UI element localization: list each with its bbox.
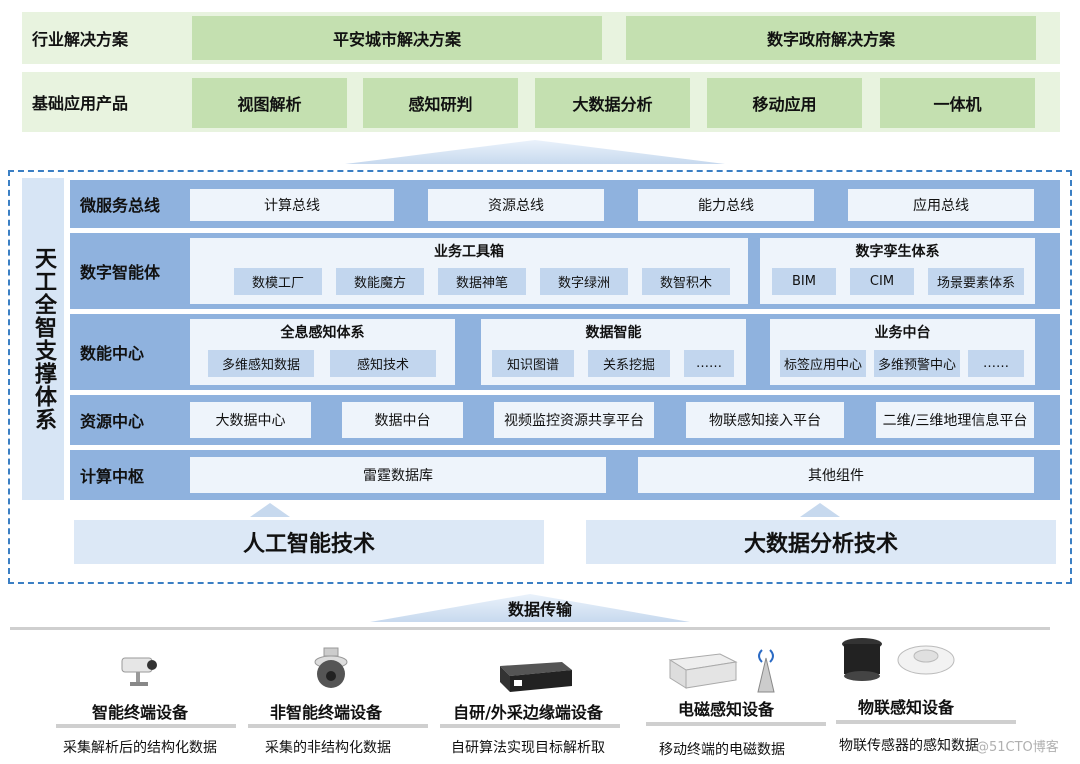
perception-item: 感知技术 [330, 350, 436, 377]
resource-item: 二维/三维地理信息平台 [876, 402, 1034, 438]
dome-camera-icon [306, 646, 356, 696]
layer-microservice-label: 微服务总线 [80, 196, 161, 215]
twin-item-bim: BIM [772, 268, 836, 295]
resource-item: 大数据中心 [190, 402, 311, 438]
resource-item: 视频监控资源共享平台 [494, 402, 654, 438]
toolbox-item: 数智积木 [642, 268, 730, 295]
layer-digital-intelligence-label: 数字智能体 [80, 263, 161, 282]
support-system-title: 天工全智支撑体系 [22, 178, 64, 500]
toolbox-item: 数字绿洲 [540, 268, 628, 295]
intelligence-item: …… [684, 350, 734, 377]
bus-capability: 能力总线 [638, 189, 814, 221]
business-item: …… [968, 350, 1024, 377]
product-item-mobile: 移动应用 [707, 78, 862, 128]
toolbox-item: 数据神笔 [438, 268, 526, 295]
perception-item: 多维感知数据 [208, 350, 314, 377]
business-title: 业务中台 [874, 325, 931, 341]
twin-item-scene: 场景要素体系 [928, 268, 1024, 295]
device-title: 智能终端设备 [91, 703, 188, 722]
iot-sensor-icon [836, 636, 962, 688]
em-sensor-icon [666, 640, 786, 696]
device-title: 非智能终端设备 [269, 703, 382, 722]
divider [10, 627, 1050, 630]
industry-row-label: 行业解决方案 [32, 30, 129, 49]
twin-title: 数字孪生体系 [855, 244, 940, 260]
toolbox-title: 业务工具箱 [434, 244, 504, 260]
smart-camera-icon [116, 650, 166, 692]
edge-server-icon [496, 652, 576, 696]
layer-compute-hub-label: 计算中枢 [80, 467, 145, 486]
resource-item: 数据中台 [342, 402, 463, 438]
layer-data-center-label: 数能中心 [80, 344, 145, 363]
support-system-frame [8, 170, 1072, 584]
compute-item-database: 雷霆数据库 [190, 457, 606, 493]
bus-compute: 计算总线 [190, 189, 394, 221]
bus-resource: 资源总线 [428, 189, 604, 221]
intelligence-item: 知识图谱 [492, 350, 574, 377]
toolbox-item: 数能魔方 [336, 268, 424, 295]
device-title: 物联感知设备 [857, 698, 954, 717]
business-item: 标签应用中心 [780, 350, 866, 377]
device-desc: 移动终端的电磁数据 [659, 742, 785, 758]
bus-application: 应用总线 [848, 189, 1034, 221]
industry-item-digital-gov: 数字政府解决方案 [626, 16, 1036, 60]
business-item: 多维预警中心 [874, 350, 960, 377]
product-item-view-analysis: 视图解析 [192, 78, 347, 128]
twin-item-cim: CIM [850, 268, 914, 295]
product-item-all-in-one: 一体机 [880, 78, 1035, 128]
product-item-perception: 感知研判 [363, 78, 518, 128]
device-desc: 自研算法实现目标解析取 [451, 740, 605, 756]
device-bar [440, 724, 620, 728]
device-desc: 采集的非结构化数据 [265, 740, 391, 756]
watermark: @51CTO博客 [976, 740, 1059, 755]
device-bar [836, 720, 1016, 724]
tech-big-data: 大数据分析技术 [586, 520, 1056, 564]
device-title: 自研/外采边缘端设备 [453, 703, 603, 722]
perception-title: 全息感知体系 [280, 325, 365, 341]
product-row-label: 基础应用产品 [32, 94, 129, 113]
device-title: 电磁感知设备 [677, 700, 774, 719]
up-arrow-icon [345, 140, 725, 164]
intelligence-item: 关系挖掘 [588, 350, 670, 377]
device-bar [646, 722, 826, 726]
data-transfer-label: 数据传输 [507, 600, 572, 619]
intelligence-title: 数据智能 [585, 325, 642, 341]
resource-item: 物联感知接入平台 [686, 402, 844, 438]
product-item-big-data: 大数据分析 [535, 78, 690, 128]
industry-item-safe-city: 平安城市解决方案 [192, 16, 602, 60]
tech-ai: 人工智能技术 [74, 520, 544, 564]
device-bar [56, 724, 236, 728]
device-desc: 物联传感器的感知数据 [839, 738, 979, 754]
compute-item-other: 其他组件 [638, 457, 1034, 493]
toolbox-item: 数模工厂 [234, 268, 322, 295]
device-desc: 采集解析后的结构化数据 [63, 740, 217, 756]
layer-resource-center-label: 资源中心 [80, 412, 145, 431]
device-bar [248, 724, 428, 728]
